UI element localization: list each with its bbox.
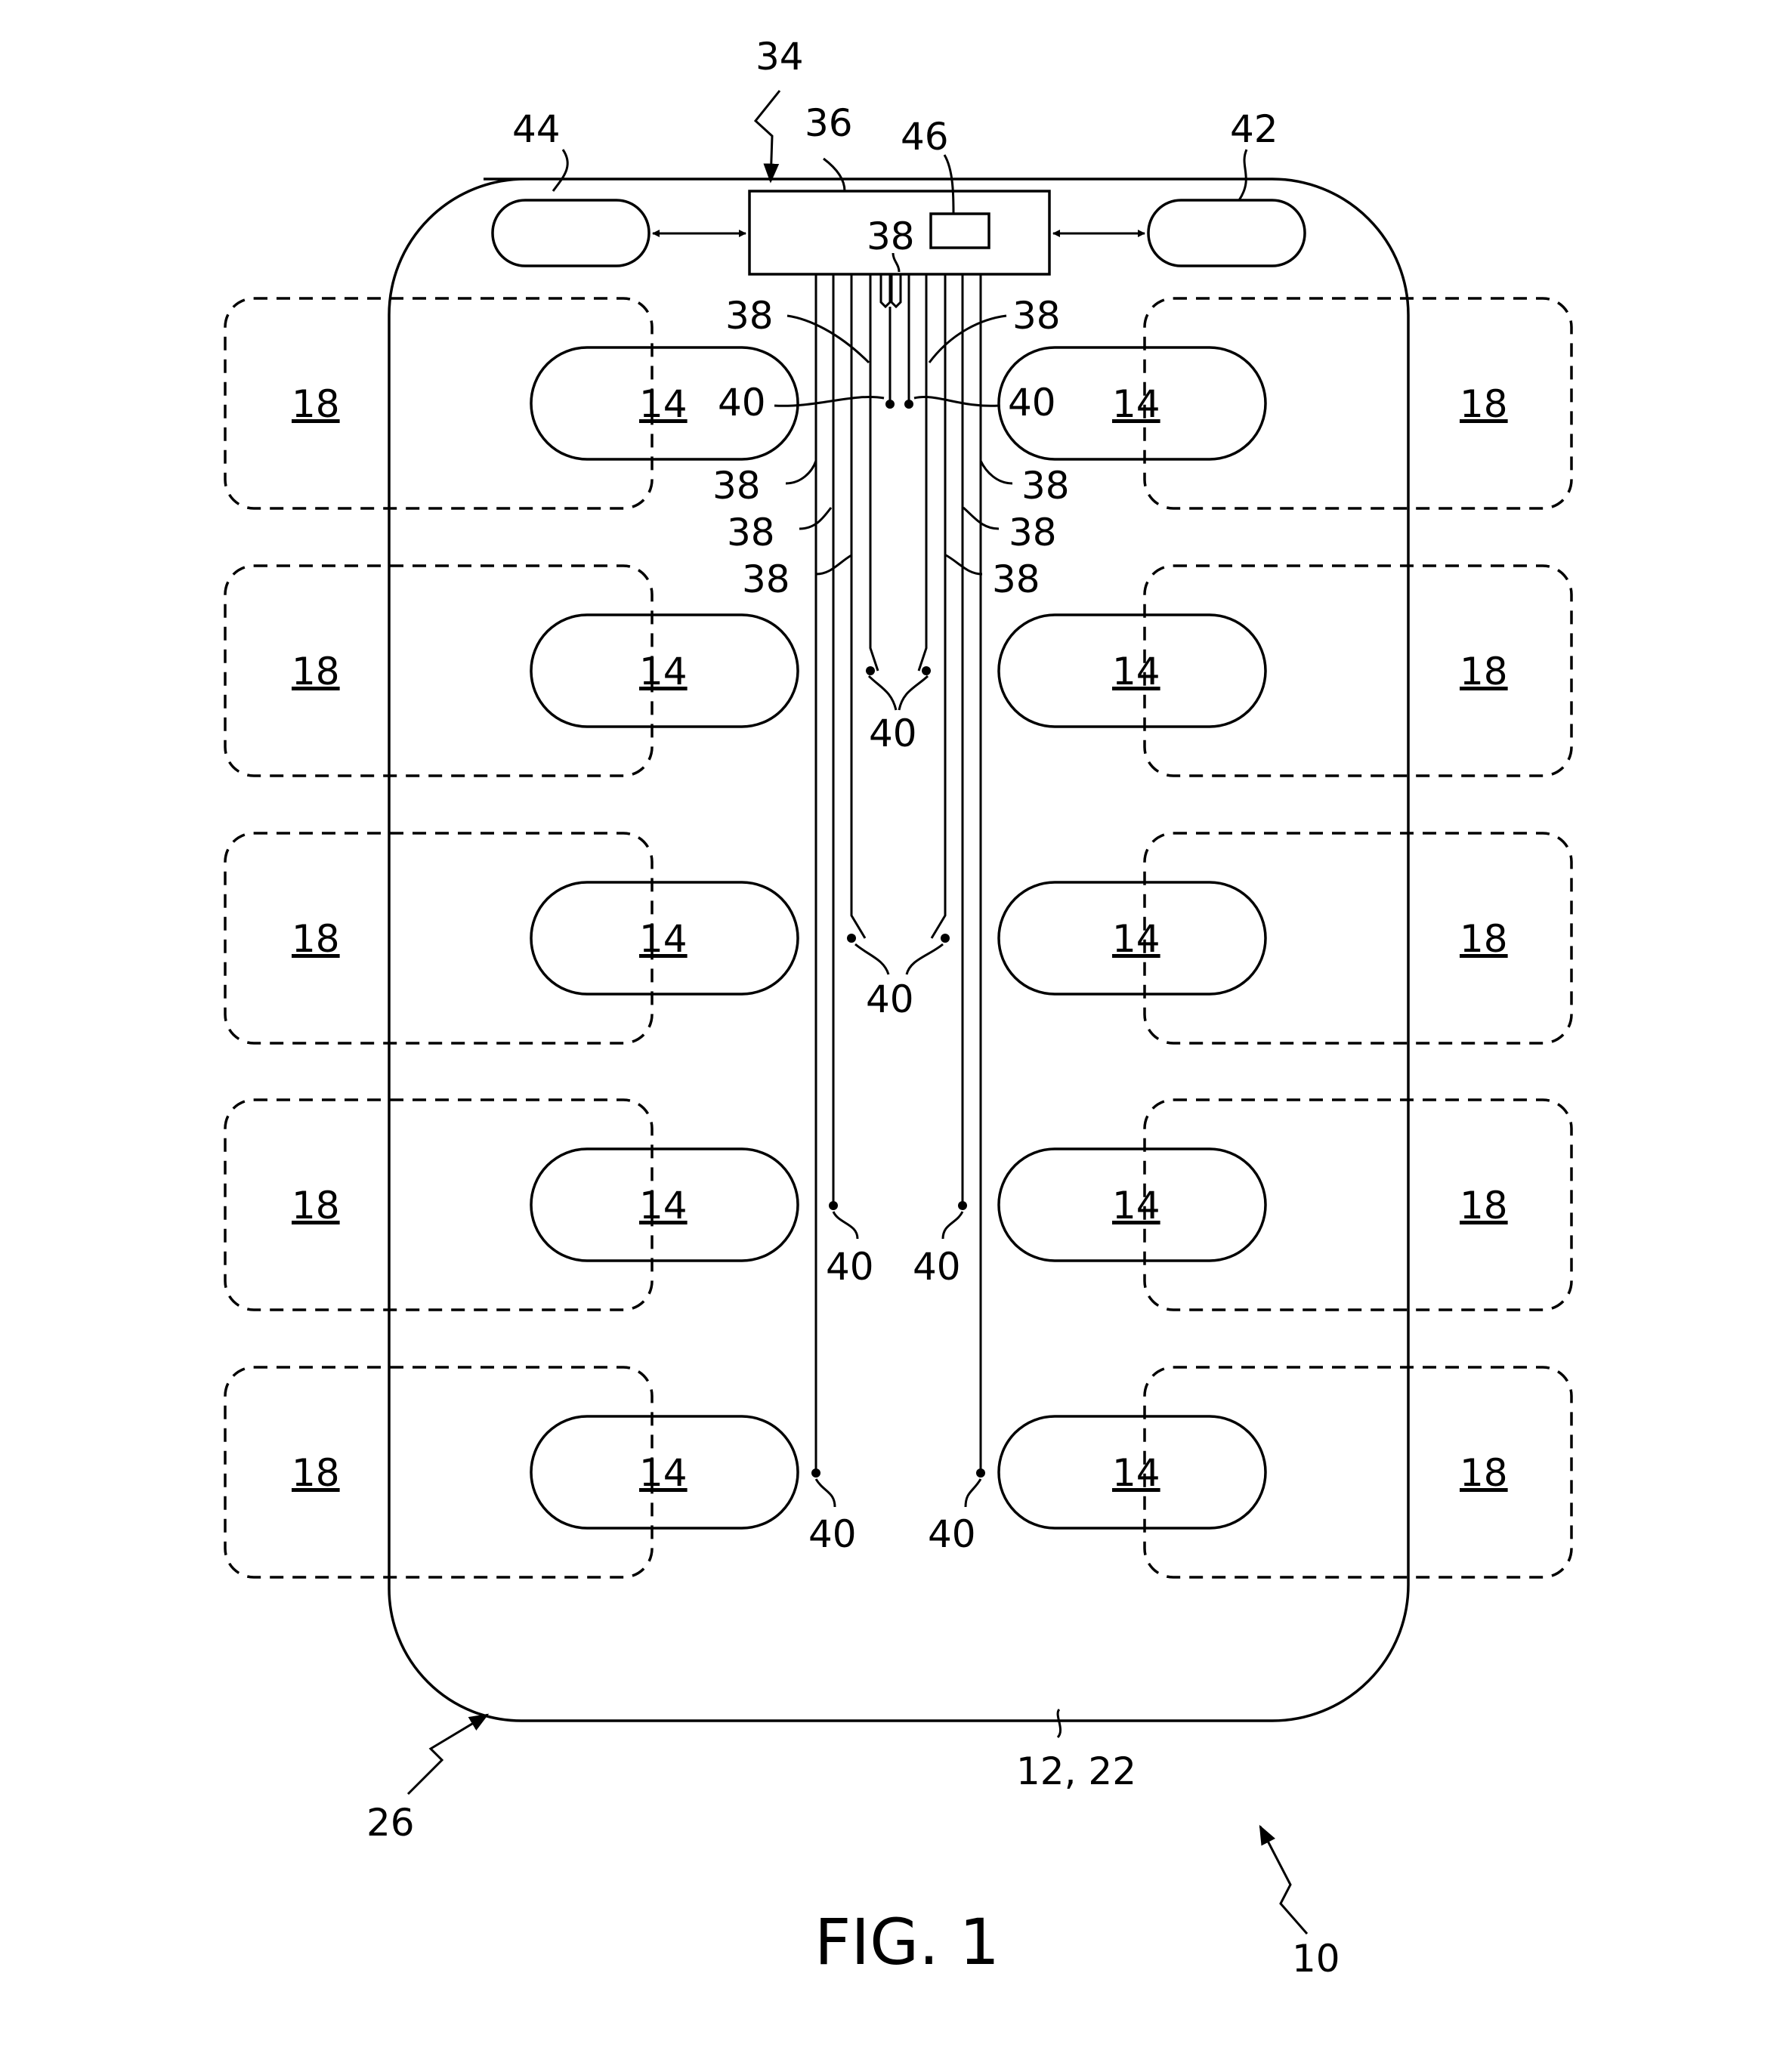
label-14: 14: [1112, 1451, 1160, 1495]
label-14: 14: [639, 650, 688, 693]
label-14: 14: [639, 1184, 688, 1227]
label-40: 40: [808, 1512, 857, 1556]
label-14: 14: [1112, 650, 1160, 693]
label-18: 18: [292, 1451, 340, 1495]
label-38: 38: [725, 294, 774, 338]
label-38: 38: [742, 557, 790, 601]
device-42: [1148, 200, 1305, 266]
label-46: 46: [901, 115, 949, 159]
label-18: 18: [1460, 1184, 1508, 1227]
label-14: 14: [639, 382, 688, 426]
label-40: 40: [866, 977, 914, 1021]
label-14: 14: [639, 1451, 688, 1495]
label-40: 40: [1008, 381, 1056, 425]
pad-18: [225, 566, 652, 776]
pads-left: [225, 298, 652, 1577]
label-18: 18: [292, 917, 340, 961]
conduits-38: [816, 274, 981, 1473]
label-12-22: 12, 22: [1016, 1749, 1136, 1793]
module-46: [931, 214, 989, 248]
arrow-34: [756, 91, 780, 181]
label-14: 14: [1112, 382, 1160, 426]
arrow-26: [408, 1715, 487, 1794]
label-38: 38: [1009, 511, 1057, 554]
label-40: 40: [826, 1245, 874, 1289]
label-38: 38: [1021, 464, 1070, 508]
label-40: 40: [869, 712, 917, 755]
label-26: 26: [366, 1801, 415, 1845]
label-38-top: 38: [867, 215, 915, 258]
label-18: 18: [1460, 382, 1508, 426]
label-18: 18: [292, 382, 340, 426]
pad-18: [225, 833, 652, 1043]
outlets-40: [811, 400, 985, 1478]
seat-body-outline: [389, 179, 1408, 1721]
label-44: 44: [512, 107, 561, 151]
label-38: 38: [712, 464, 761, 508]
label-14: 14: [639, 917, 688, 961]
label-18: 18: [1460, 917, 1508, 961]
label-18: 18: [292, 1184, 340, 1227]
arrow-10: [1260, 1827, 1307, 1934]
label-36: 36: [805, 101, 853, 145]
label-38: 38: [727, 511, 775, 554]
label-40: 40: [913, 1245, 961, 1289]
pad-18: [225, 298, 652, 508]
label-40: 40: [928, 1512, 976, 1556]
label-14: 14: [1112, 917, 1160, 961]
label-14: 14: [1112, 1184, 1160, 1227]
label-38: 38: [992, 557, 1040, 601]
label-42: 42: [1230, 107, 1278, 151]
label-18: 18: [1460, 1451, 1508, 1495]
label-18: 18: [1460, 650, 1508, 693]
label-10: 10: [1292, 1937, 1340, 1981]
pad-18: [225, 1367, 652, 1577]
label-40: 40: [718, 381, 766, 425]
figure-title: FIG. 1: [814, 1905, 1000, 1979]
label-34: 34: [756, 35, 804, 79]
label-38: 38: [1012, 294, 1061, 338]
device-44: [493, 200, 649, 266]
label-18: 18: [292, 650, 340, 693]
pad-18: [225, 1100, 652, 1310]
